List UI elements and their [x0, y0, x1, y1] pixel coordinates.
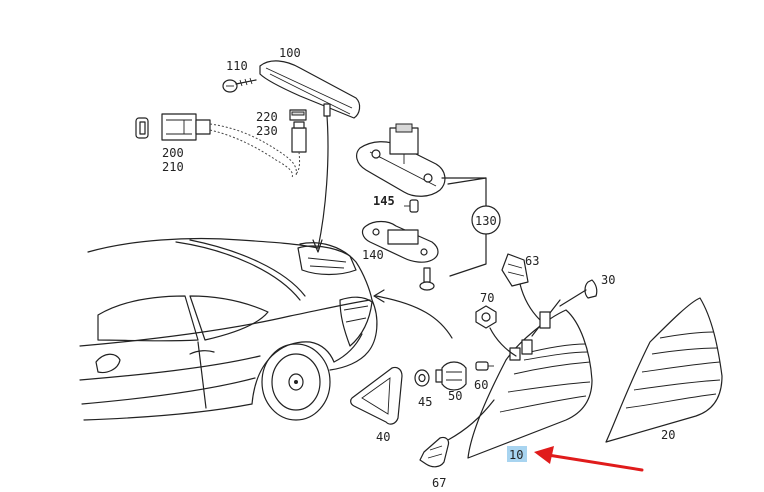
part-67-clip: [419, 436, 450, 468]
label-45: 45: [418, 395, 432, 409]
part-200-210-connector: [135, 113, 211, 141]
label-40: 40: [376, 430, 390, 444]
label-200: 200: [162, 146, 184, 160]
part-70-nut: [475, 305, 497, 329]
part-20-taillamp: [605, 297, 723, 443]
part-60-bulb: [475, 361, 494, 371]
label-30: 30: [601, 273, 615, 287]
label-210: 210: [162, 160, 184, 174]
leader-67: [447, 399, 495, 441]
leader-130-top: [447, 177, 487, 185]
wire-220: [295, 151, 301, 175]
label-63: 63: [525, 254, 539, 268]
part-40-seal: [350, 366, 403, 425]
label-60: 60: [474, 378, 488, 392]
label-220: 220: [256, 110, 278, 124]
part-220-230-bulb: [289, 109, 307, 153]
label-10: 10: [509, 448, 523, 462]
part-140-screw: [419, 267, 435, 291]
callout-130-circle: [471, 205, 501, 235]
label-130: 130: [475, 214, 497, 228]
part-145-bulb: [404, 199, 419, 213]
label-230: 230: [256, 124, 278, 138]
label-50: 50: [448, 389, 462, 403]
part-110-screw: [222, 77, 257, 93]
wire-harness-2: [209, 129, 293, 179]
leader-70: [489, 327, 517, 357]
arrow-head-car: [373, 289, 385, 303]
part-30-grommet: [584, 279, 598, 299]
label-67: 67: [432, 476, 446, 490]
callout-10-highlight: [507, 446, 527, 462]
part-45-washer: [414, 369, 430, 387]
label-100: 100: [279, 46, 301, 60]
part-140-lamp-base: [361, 220, 439, 263]
leader-car-to-10: [375, 295, 453, 339]
wire-harness: [209, 123, 297, 177]
part-50-socket: [435, 361, 467, 391]
label-20: 20: [661, 428, 675, 442]
leader-63: [519, 283, 541, 321]
part-130-lamp-housing: [356, 123, 446, 197]
arrow-head-100: [312, 239, 323, 253]
label-70: 70: [480, 291, 494, 305]
leader-30: [559, 289, 587, 307]
label-110: 110: [226, 59, 248, 73]
label-145: 145: [373, 194, 395, 208]
car-body: [79, 237, 378, 421]
leader-100: [317, 115, 329, 249]
part-10-taillamp: [467, 299, 593, 459]
label-140: 140: [362, 248, 384, 262]
red-arrow-icon: [534, 446, 644, 472]
